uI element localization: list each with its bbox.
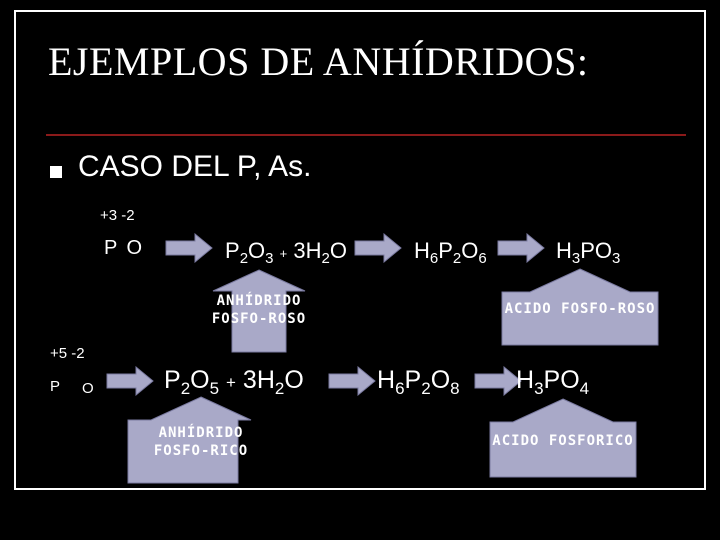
arrow-right-icon	[328, 366, 376, 396]
bullet-square-icon	[50, 166, 62, 178]
arrow-right-icon	[106, 366, 154, 396]
title-divider	[46, 134, 686, 136]
row1-oxide-formula: P2O3 + 3H2O	[225, 238, 347, 267]
row1-oxidation-states: +3 -2	[100, 207, 135, 224]
slide-title: EJEMPLOS DE ANHÍDRIDOS:	[48, 39, 589, 84]
arrow-up-icon	[212, 269, 306, 353]
row2-acid-final: H3PO4	[516, 366, 590, 398]
row1-acid-intermediate: H6P2O6	[414, 238, 487, 267]
arrow-right-icon	[165, 233, 213, 263]
row2-oxide-formula: P2O5 + 3H2O	[164, 366, 304, 398]
arrow-up-icon	[127, 396, 252, 484]
arrow-right-icon	[354, 233, 402, 263]
row2-acid-label: ACIDO FOSFORICO	[492, 433, 634, 449]
arrow-up-icon	[501, 268, 659, 346]
row1-acid-final: H3PO3	[556, 238, 621, 267]
bullet-text: CASO DEL P, As.	[78, 150, 312, 183]
row2-acid-intermediate: H6P2O8	[377, 366, 460, 398]
arrow-up-icon	[489, 398, 637, 478]
row2-element-p: P	[50, 378, 61, 395]
row1-anhydride-label: ANHÍDRIDO FOSFO-ROSO	[211, 293, 307, 327]
arrow-right-icon	[474, 366, 522, 396]
row1-acid-label: ACIDO FOSFO-ROSO	[504, 301, 656, 317]
arrow-right-icon	[497, 233, 545, 263]
row2-element-o: O	[82, 380, 94, 397]
row2-anhydride-label: ANHÍDRIDO FOSFO-RICO	[153, 425, 249, 459]
row2-oxidation-states: +5 -2	[50, 345, 85, 362]
row1-elements: P O	[104, 237, 145, 259]
slide-frame	[14, 10, 706, 490]
